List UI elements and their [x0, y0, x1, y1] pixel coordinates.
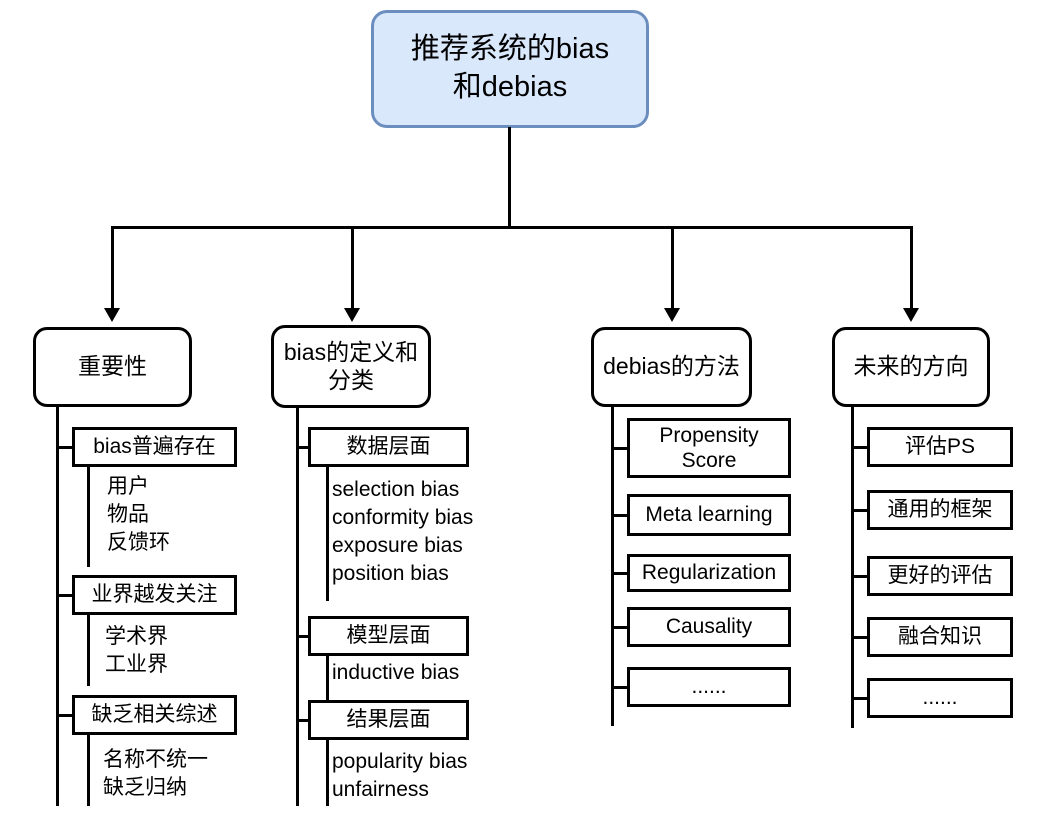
branch-trunk-2 [296, 405, 299, 806]
node-lack-of-survey: 缺乏相关综述 [72, 695, 237, 735]
branch-tick [56, 594, 72, 597]
branch-trunk-3 [611, 405, 614, 726]
subitem: 物品 [107, 503, 149, 526]
node-regularization: Regularization [627, 554, 791, 592]
subitem: inductive bias [332, 661, 460, 684]
branch-header-future-directions: 未来的方向 [832, 327, 990, 407]
subitem: 缺乏归纳 [103, 776, 187, 799]
sublist-line [87, 733, 90, 806]
arrow-down-icon [344, 308, 360, 322]
sublist-line [326, 654, 329, 700]
subitem: 用户 [107, 475, 149, 498]
subitem: unfairness [332, 778, 429, 801]
root-node: 推荐系统的bias 和debias [371, 10, 649, 128]
branch-tick [296, 446, 308, 449]
node-evaluate-ps: 评估PS [867, 427, 1013, 467]
subitem: exposure bias [332, 534, 463, 557]
branch-tick [56, 714, 72, 717]
node-industry-attention: 业界越发关注 [72, 575, 237, 615]
subitem-group: 用户 物品 反馈环 [107, 473, 170, 557]
node-knowledge-fusion: 融合知识 [867, 617, 1013, 657]
branch-tick [851, 509, 867, 512]
node-result-level: 结果层面 [308, 700, 469, 740]
subitem-group: inductive bias [332, 659, 459, 687]
branch-tick [611, 514, 627, 517]
subitem: 工业界 [105, 653, 168, 676]
branch-tick [56, 446, 72, 449]
arrow-down-icon [664, 308, 680, 322]
sublist-line [326, 465, 329, 601]
branch-tick [296, 635, 308, 638]
subitem: 反馈环 [107, 531, 170, 554]
subitem: 名称不统一 [103, 748, 208, 771]
sublist-line [87, 465, 90, 567]
node-meta-learning: Meta learning [627, 494, 791, 536]
node-general-framework: 通用的框架 [867, 490, 1013, 530]
connector-drop-1 [111, 226, 114, 310]
arrow-down-icon [903, 308, 919, 322]
subitem: position bias [332, 562, 449, 585]
branch-tick [851, 446, 867, 449]
subitem-group: popularity bias unfairness [332, 748, 467, 804]
subitem-group: 名称不统一 缺乏归纳 [103, 746, 208, 802]
node-causality: Causality [627, 607, 791, 647]
branch-header-debias-methods: debias的方法 [591, 327, 752, 407]
connector-drop-4 [910, 226, 913, 310]
connector-drop-2 [351, 226, 354, 310]
node-bias-pervasive: bias普遍存在 [72, 427, 237, 467]
node-data-level: 数据层面 [308, 427, 469, 467]
subitem-group: 学术界 工业界 [105, 623, 168, 679]
connector-main-horizontal [111, 226, 912, 229]
sublist-line [87, 613, 90, 686]
subitem: selection bias [332, 478, 460, 501]
branch-tick [611, 686, 627, 689]
branch-tick [851, 636, 867, 639]
subitem: 学术界 [105, 625, 168, 648]
node-model-level: 模型层面 [308, 616, 469, 656]
connector-drop-3 [671, 226, 674, 310]
branch-tick [611, 447, 627, 450]
node-ellipsis: ...... [867, 678, 1013, 718]
branch-header-bias-definition: bias的定义和 分类 [271, 325, 431, 408]
branch-tick [851, 697, 867, 700]
branch-trunk-1 [56, 405, 59, 806]
node-propensity-score: Propensity Score [627, 418, 791, 478]
branch-tick [611, 626, 627, 629]
branch-tick [851, 575, 867, 578]
subitem-group: selection bias conformity bias exposure … [332, 476, 473, 588]
branch-tick [611, 572, 627, 575]
branch-trunk-4 [851, 405, 854, 728]
subitem: conformity bias [332, 506, 474, 529]
arrow-down-icon [104, 308, 120, 322]
subitem: popularity bias [332, 750, 468, 773]
connector-root-vertical [508, 127, 511, 227]
node-ellipsis: ...... [627, 667, 791, 707]
node-better-evaluation: 更好的评估 [867, 556, 1013, 596]
branch-tick [296, 719, 308, 722]
sublist-line [326, 738, 329, 806]
branch-header-importance: 重要性 [33, 327, 192, 407]
